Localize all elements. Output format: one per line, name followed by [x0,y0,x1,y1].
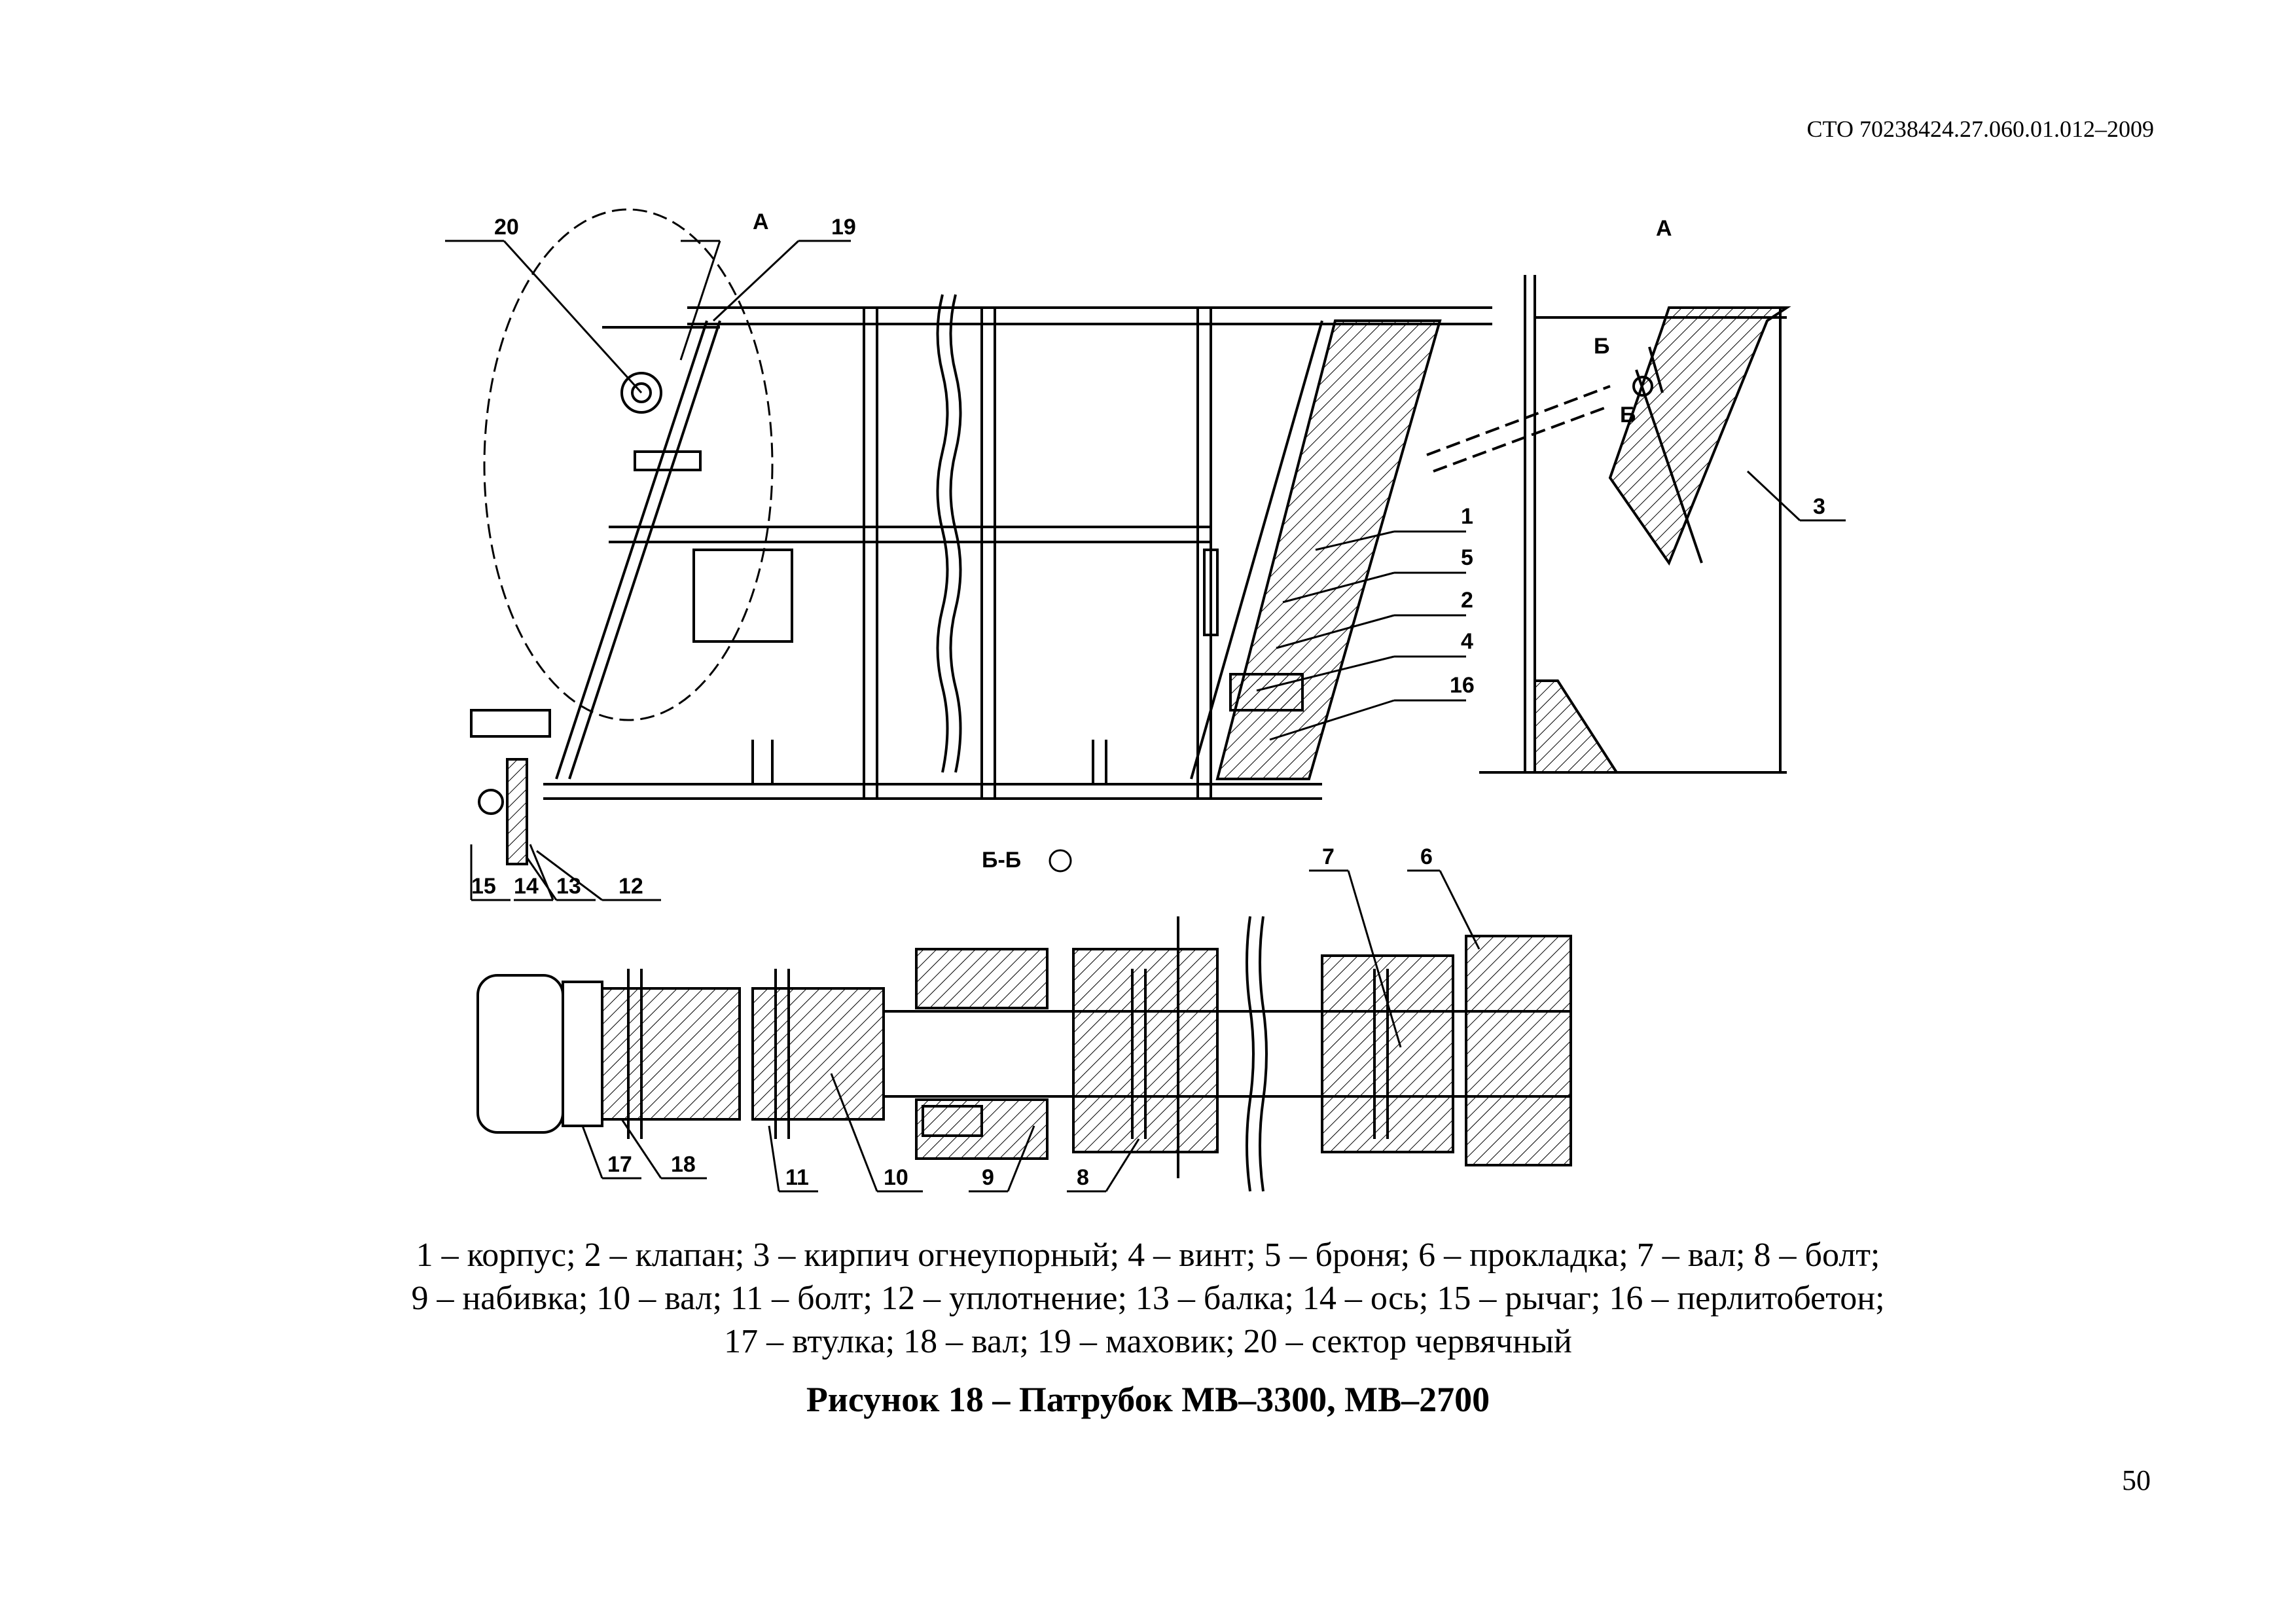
document-code: СТО 70238424.27.060.01.012–2009 [1806,116,2154,142]
section-bb-title: Б-Б [982,848,1021,873]
callout-1: 1 [1461,504,1473,529]
callout-11: 11 [785,1165,809,1190]
callout-4: 4 [1461,629,1473,654]
callout-10: 10 [884,1165,908,1190]
callout-12: 12 [619,874,643,899]
callout-6: 6 [1420,844,1433,869]
callout-8: 8 [1077,1165,1089,1190]
main-view [470,208,1611,865]
legend-line: 1 – корпус; 2 – клапан; 3 – кирпич огнеу… [416,1236,1880,1274]
callout-17: 17 [607,1152,632,1177]
detail-a-title: А [1656,216,1672,241]
callout-16: 16 [1450,673,1475,698]
callout-18: 18 [671,1152,696,1177]
callout-7: 7 [1322,844,1335,869]
callout-2: 2 [1461,588,1473,613]
callout-5: 5 [1461,545,1473,570]
callout-13: 13 [556,874,581,899]
callout-3: 3 [1813,494,1825,519]
figure-legend: 1 – корпус; 2 – клапан; 3 – кирпич огнеу… [196,1234,2100,1363]
callout-19: 19 [831,215,856,240]
section-symbol-icon [1049,849,1072,873]
figure-title: Рисунок 18 – Патрубок МВ–3300, МВ–2700 [806,1380,1490,1419]
section-mark-b-bottom: Б [1620,403,1636,427]
detail-view-a [1479,275,1791,774]
detail-view-leaders [1746,470,1846,522]
technical-drawing: 20 А 19 1 5 2 4 16 15 14 13 12 А Б Б [445,208,1846,1193]
callout-15: 15 [471,874,496,899]
section-view-leaders [581,869,1480,1193]
callout-9: 9 [982,1165,994,1190]
callout-20: 20 [494,215,519,240]
main-view-leaders [445,240,1466,901]
callout-detail-a: А [753,209,769,234]
section-mark-b-top: Б [1594,334,1609,359]
legend-line: 17 – втулка; 18 – вал; 19 – маховик; 20 … [724,1323,1572,1360]
legend-line: 9 – набивка; 10 – вал; 11 – болт; 12 – у… [411,1280,1885,1317]
page-number: 50 [2122,1464,2151,1496]
section-view-bb [476,916,1572,1192]
callout-14: 14 [514,874,539,899]
